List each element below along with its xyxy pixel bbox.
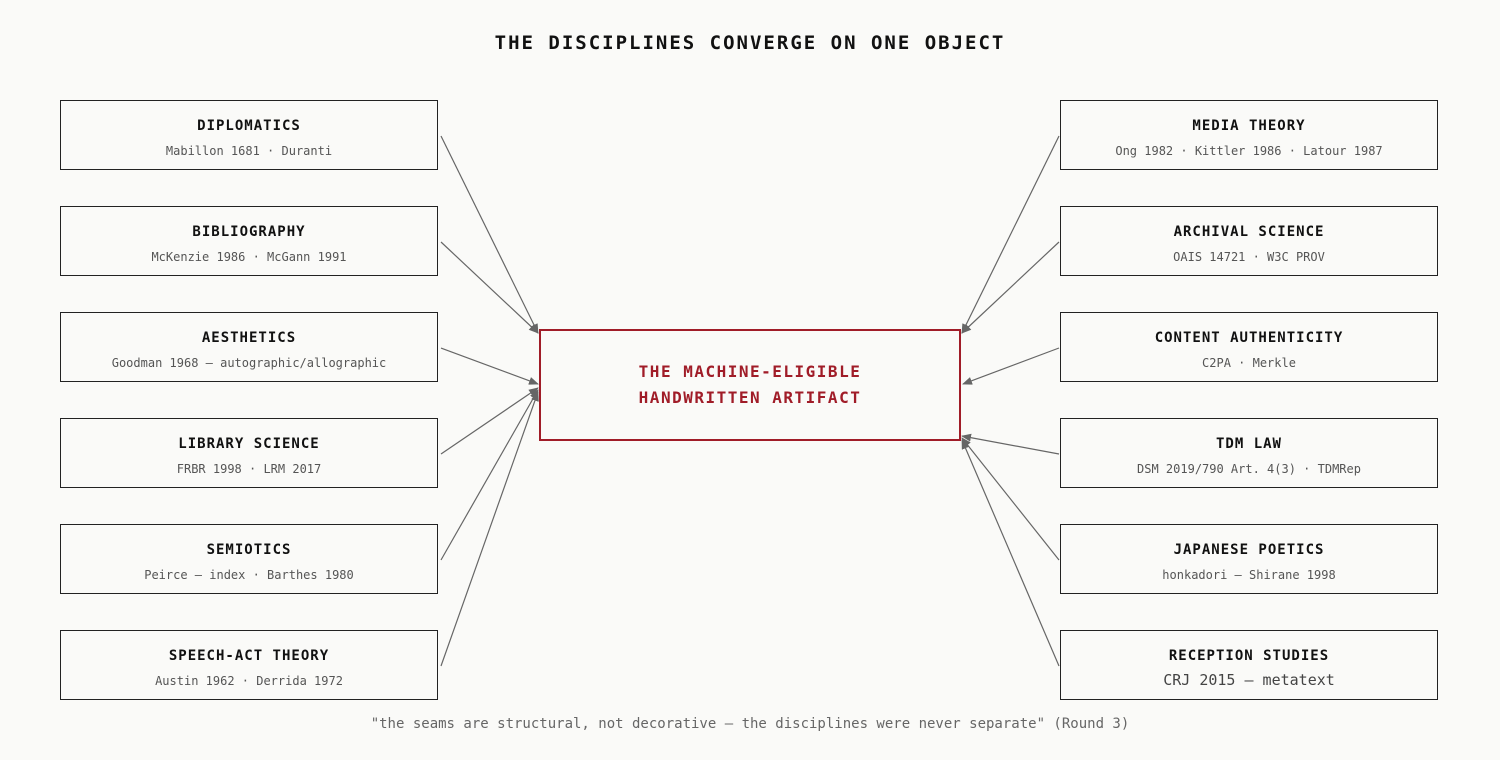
arrow-speech-act-theory xyxy=(440,391,539,667)
arrow-content-authenticity xyxy=(962,347,1060,385)
discipline-name: ARCHIVAL SCIENCE xyxy=(1173,224,1325,240)
discipline-name: MEDIA THEORY xyxy=(1192,118,1306,134)
discipline-refs: OAIS 14721 · W3C PROV xyxy=(1173,250,1325,264)
arrow-diplomatics xyxy=(440,135,539,334)
discipline-box-bibliography: BIBLIOGRAPHY McKenzie 1986 · McGann 1991 xyxy=(60,206,438,276)
central-artifact-box: THE MACHINE-ELIGIBLE HANDWRITTEN ARTIFAC… xyxy=(539,329,961,441)
discipline-refs: Ong 1982 · Kittler 1986 · Latour 1987 xyxy=(1115,144,1383,158)
discipline-name: SEMIOTICS xyxy=(206,542,292,558)
arrow-tdm-law xyxy=(961,433,1060,455)
discipline-refs: Mabillon 1681 · Duranti xyxy=(165,144,333,158)
discipline-name: BIBLIOGRAPHY xyxy=(192,224,306,240)
discipline-box-japanese-poetics: JAPANESE POETICS honkadori — Shirane 199… xyxy=(1060,524,1438,594)
central-artifact-line-1: THE MACHINE-ELIGIBLE xyxy=(638,362,862,381)
discipline-refs: CRJ 2015 — metatext xyxy=(1163,671,1335,689)
arrow-japanese-poetics xyxy=(961,437,1060,561)
discipline-refs: DSM 2019/790 Art. 4(3) · TDMRep xyxy=(1137,462,1361,476)
discipline-name: TDM LAW xyxy=(1215,436,1282,452)
arrow-archival-science xyxy=(961,241,1060,334)
discipline-box-aesthetics: AESTHETICS Goodman 1968 — autographic/al… xyxy=(60,312,438,382)
discipline-box-reception-studies: RECEPTION STUDIES CRJ 2015 — metatext xyxy=(1060,630,1438,700)
discipline-box-tdm-law: TDM LAW DSM 2019/790 Art. 4(3) · TDMRep xyxy=(1060,418,1438,488)
discipline-refs: Austin 1962 · Derrida 1972 xyxy=(155,674,343,688)
discipline-name: CONTENT AUTHENTICITY xyxy=(1154,330,1344,346)
discipline-refs: FRBR 1998 · LRM 2017 xyxy=(176,462,322,476)
discipline-box-speech-act-theory: SPEECH-ACT THEORY Austin 1962 · Derrida … xyxy=(60,630,438,700)
arrow-media-theory xyxy=(961,135,1060,334)
discipline-name: DIPLOMATICS xyxy=(197,118,301,134)
arrow-bibliography xyxy=(440,241,539,334)
discipline-name: SPEECH-ACT THEORY xyxy=(168,648,330,664)
discipline-name: RECEPTION STUDIES xyxy=(1168,648,1330,664)
central-artifact-line-2: HANDWRITTEN ARTIFACT xyxy=(638,388,862,407)
discipline-refs: McKenzie 1986 · McGann 1991 xyxy=(151,250,347,264)
discipline-box-diplomatics: DIPLOMATICS Mabillon 1681 · Duranti xyxy=(60,100,438,170)
discipline-refs: Goodman 1968 — autographic/allographic xyxy=(111,356,387,370)
arrow-library-science xyxy=(440,387,539,455)
discipline-name: LIBRARY SCIENCE xyxy=(178,436,320,452)
discipline-box-content-authenticity: CONTENT AUTHENTICITY C2PA · Merkle xyxy=(1060,312,1438,382)
discipline-box-library-science: LIBRARY SCIENCE FRBR 1998 · LRM 2017 xyxy=(60,418,438,488)
discipline-name: AESTHETICS xyxy=(201,330,297,346)
discipline-box-archival-science: ARCHIVAL SCIENCE OAIS 14721 · W3C PROV xyxy=(1060,206,1438,276)
footer-quote: "the seams are structural, not decorativ… xyxy=(370,716,1130,732)
arrow-aesthetics xyxy=(440,347,539,385)
discipline-box-semiotics: SEMIOTICS Peirce — index · Barthes 1980 xyxy=(60,524,438,594)
discipline-refs: C2PA · Merkle xyxy=(1202,356,1296,370)
discipline-refs: Peirce — index · Barthes 1980 xyxy=(144,568,354,582)
arrow-semiotics xyxy=(440,389,539,561)
discipline-box-media-theory: MEDIA THEORY Ong 1982 · Kittler 1986 · L… xyxy=(1060,100,1438,170)
diagram-title: THE DISCIPLINES CONVERGE ON ONE OBJECT xyxy=(494,32,1006,54)
arrow-reception-studies xyxy=(961,439,1060,667)
discipline-refs: honkadori — Shirane 1998 xyxy=(1162,568,1336,582)
discipline-name: JAPANESE POETICS xyxy=(1173,542,1325,558)
